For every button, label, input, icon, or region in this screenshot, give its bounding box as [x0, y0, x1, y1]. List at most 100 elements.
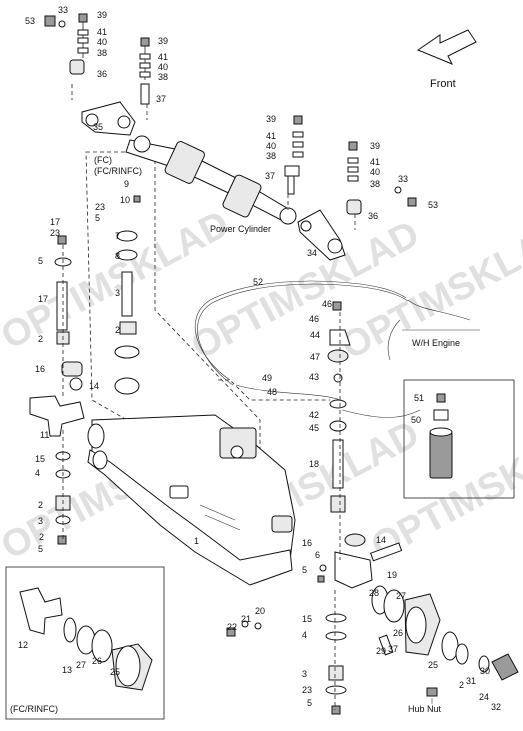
callout-31: 31 [466, 676, 476, 686]
callout-23: 23 [50, 228, 60, 238]
callout-19: 19 [387, 570, 397, 580]
callout-39: 39 [158, 36, 168, 46]
callout-25: 25 [428, 660, 438, 670]
fc-top-label-2: (FC/RINFC) [94, 166, 142, 176]
callout-42: 42 [309, 410, 319, 420]
callout-25: 25 [110, 667, 120, 677]
callout-36: 36 [97, 69, 107, 79]
callout-41: 41 [158, 52, 168, 62]
callout-46: 46 [322, 299, 332, 309]
callout-40: 40 [266, 141, 276, 151]
front-arrow: Front [416, 29, 477, 90]
callout-15: 15 [302, 614, 312, 624]
callout-5: 5 [38, 256, 43, 266]
callout-41: 41 [97, 27, 107, 37]
callout-3: 3 [115, 288, 120, 298]
callout-2: 2 [115, 325, 120, 335]
callout-28: 28 [369, 588, 379, 598]
callout-36: 36 [368, 211, 378, 221]
callout-3: 3 [38, 516, 43, 526]
callout-14: 14 [89, 381, 99, 391]
bolt-stack-right-2 [346, 141, 417, 215]
callout-41: 41 [266, 131, 276, 141]
callout-8: 8 [115, 251, 120, 261]
callout-51: 51 [414, 393, 424, 403]
power-cylinder: Power Cylinder [125, 135, 297, 234]
bolt-stack-top-left [44, 13, 89, 75]
callout-12: 12 [18, 640, 28, 650]
callout-2: 2 [459, 680, 464, 690]
callout-47: 47 [310, 352, 320, 362]
callout-5: 5 [302, 565, 307, 575]
callout-37: 37 [388, 644, 398, 654]
callout-15: 15 [35, 454, 45, 464]
callout-37: 37 [156, 94, 166, 104]
callout-52: 52 [253, 277, 263, 287]
front-label: Front [430, 78, 456, 90]
detail-box-sensor [403, 379, 515, 499]
axle-beam [87, 414, 296, 586]
callout-21: 21 [241, 614, 251, 624]
callout-30: 30 [480, 666, 490, 676]
tie-rod-left-hole [85, 113, 99, 127]
callout-38: 38 [158, 72, 168, 82]
callout-35: 35 [93, 122, 103, 132]
callout-43: 43 [309, 372, 319, 382]
power-cylinder-label: Power Cylinder [210, 224, 271, 234]
callout-39: 39 [97, 10, 107, 20]
kingpin-fc [114, 195, 141, 395]
callout-7: 7 [115, 231, 120, 241]
callout-40: 40 [158, 62, 168, 72]
callout-9: 9 [124, 179, 129, 189]
callout-27: 27 [396, 591, 406, 601]
callout-53: 53 [25, 16, 35, 26]
callout-26: 26 [92, 656, 102, 666]
callout-27: 27 [76, 660, 86, 670]
small-parts-middle [226, 564, 327, 637]
callout-40: 40 [370, 167, 380, 177]
wh-engine-label: W/H Engine [412, 338, 460, 348]
callout-2: 2 [38, 334, 43, 344]
callout-53: 53 [428, 200, 438, 210]
callout-22: 22 [227, 622, 237, 632]
callout-39: 39 [266, 114, 276, 124]
callout-17: 17 [50, 217, 60, 227]
kingpin-left [29, 235, 85, 545]
callout-4: 4 [302, 630, 307, 640]
callout-29: 29 [376, 646, 386, 656]
callout-16: 16 [35, 364, 45, 374]
callout-3: 3 [302, 669, 307, 679]
callout-39: 39 [370, 141, 380, 151]
callout-46: 46 [309, 314, 319, 324]
callout-40: 40 [97, 37, 107, 47]
hub-left [19, 587, 153, 691]
callout-16: 16 [302, 538, 312, 548]
callout-4: 4 [35, 468, 40, 478]
callout-34: 34 [307, 248, 317, 258]
bolt-stack-right-1 [284, 115, 304, 195]
callout-1: 1 [194, 536, 199, 546]
callout-2: 2 [38, 500, 43, 510]
callout-10: 10 [120, 195, 130, 205]
kingpin-right [325, 301, 403, 715]
callout-13: 13 [62, 665, 72, 675]
callout-49: 49 [262, 373, 272, 383]
tie-rod-left-hole [117, 115, 131, 129]
tie-rod-right-hole [327, 238, 343, 254]
callout-5: 5 [95, 213, 100, 223]
callout-44: 44 [310, 330, 320, 340]
bolt-stack-top-middle [139, 37, 151, 105]
callout-23: 23 [302, 685, 312, 695]
callout-37: 37 [265, 171, 275, 181]
callout-20: 20 [255, 606, 265, 616]
hub-right [371, 585, 519, 697]
callout-2: 2 [39, 532, 44, 542]
callout-17: 17 [38, 294, 48, 304]
fc-bottom-label: (FC/RINFC) [10, 704, 58, 714]
callout-41: 41 [370, 157, 380, 167]
callout-32: 32 [491, 702, 501, 712]
fc-box-bottom [5, 566, 165, 720]
